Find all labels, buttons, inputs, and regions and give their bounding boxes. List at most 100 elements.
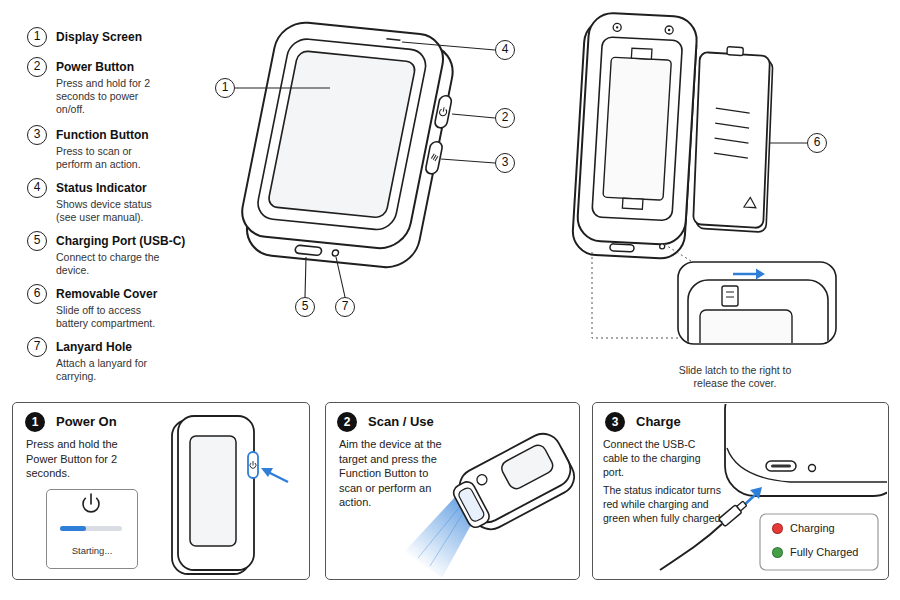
step-title: Power On [56,413,206,431]
leader-line [305,257,306,297]
legend-label: Charging [790,521,835,536]
legend-swatch [772,523,783,534]
legend-box [760,514,878,570]
scan-head [451,479,492,530]
grip-lines [714,108,750,158]
part-name: Lanyard Hole [56,339,226,355]
removable-cover [693,45,773,232]
part-description: Connect to charge the device. [56,251,162,277]
power-button [248,452,258,478]
arrow-head [261,468,273,477]
plug-tip [737,501,747,511]
device-back [576,12,698,245]
lanyard-hole [332,250,339,257]
legend-item: Charging [772,521,872,537]
callout-number: 4 [495,40,515,60]
latch-grip [726,292,734,297]
arrow-head [750,487,762,499]
part-name: Display Screen [56,29,226,45]
device-top [453,427,576,528]
detail-line [592,252,680,338]
leader-line [441,159,495,163]
part-name: Function Button [56,127,226,143]
battery-compartment [592,37,683,221]
callout-number: 5 [27,231,47,251]
callout-number: 5 [295,297,315,317]
progress-fill [60,526,86,531]
step-title: Scan / Use [368,413,518,431]
display-screen [499,442,555,491]
part-description: Press and hold for 2 seconds to power on… [56,77,162,116]
legend-swatch [772,547,783,558]
usb-c-port [766,461,796,471]
function-symbol [431,154,438,162]
slide-arrow [733,273,757,276]
inset-caption: Slide latch to the right to release the … [662,364,808,390]
device-edge [727,448,887,482]
arrow-head [756,269,765,280]
lanyard-hole [809,465,816,472]
legend-label: Fully Charged [790,545,858,560]
power-button [434,95,452,128]
compartment-tab [631,48,652,59]
compartment-tab [622,198,643,209]
callout-number: 3 [27,125,47,145]
screw-center [616,26,619,29]
step-number: 2 [337,412,357,432]
screw [665,26,673,34]
step-note: The status indicator turns red while cha… [603,483,727,525]
rear-device [571,12,698,260]
inset-content [688,280,828,343]
legend-item: Fully Charged [772,545,872,561]
screw-center [668,29,671,32]
screen-bezel [255,37,429,231]
leader-line [235,87,330,88]
display-screen [190,436,236,546]
front-device [234,20,464,270]
device-front [178,416,254,570]
part-description: Attach a lanyard for carrying. [56,357,162,383]
part-name: Removable Cover [56,286,226,302]
callout-number: 2 [27,57,47,77]
callout-number: 2 [495,108,515,128]
progress-track [60,526,122,531]
press-arrow [268,472,288,482]
step-panel: 2 Scan / UseAim the device at the target … [325,402,580,580]
display-screen [267,50,416,218]
device-front [237,20,448,251]
step-number: 3 [605,412,625,432]
step-panel: 1 Power On Press and hold the Power Button… [12,402,310,580]
step-number: 1 [25,412,45,432]
callout-number: 7 [335,297,355,317]
screw [613,23,621,31]
cover-latch [727,47,743,56]
part-name: Power Button [56,59,226,75]
leader-lines [235,42,807,297]
callout-number: 1 [215,78,235,98]
compartment-detail [700,310,792,343]
step-text: Press and hold the Power Button for 2 se… [26,437,132,481]
device-button [475,473,489,487]
usb-c-port [295,245,323,256]
battery-recess [603,57,671,200]
cover-plate [693,52,770,228]
step-text: Aim the device at the target and press t… [339,437,445,510]
power-symbol [439,107,448,116]
scan-device [447,427,580,538]
step-text: Connect the USB-C cable to the charging … [603,437,711,479]
status-screen: Starting... [46,489,138,569]
device-detail [688,280,828,343]
part-description: Shows device status (see user manual). [56,198,162,224]
power-symbol [250,461,256,468]
leader-line [452,114,495,118]
callout-number: 6 [27,284,47,304]
part-name: Status Indicator [56,180,226,196]
power-icon [83,494,99,512]
port-contacts [771,465,791,468]
latch-detail [722,286,738,306]
status-indicator [386,39,400,40]
callout-number: 1 [27,27,47,47]
scan-window [457,486,485,523]
part-description: Slide off to access battery compartment. [56,304,162,330]
leader-line [402,42,495,50]
